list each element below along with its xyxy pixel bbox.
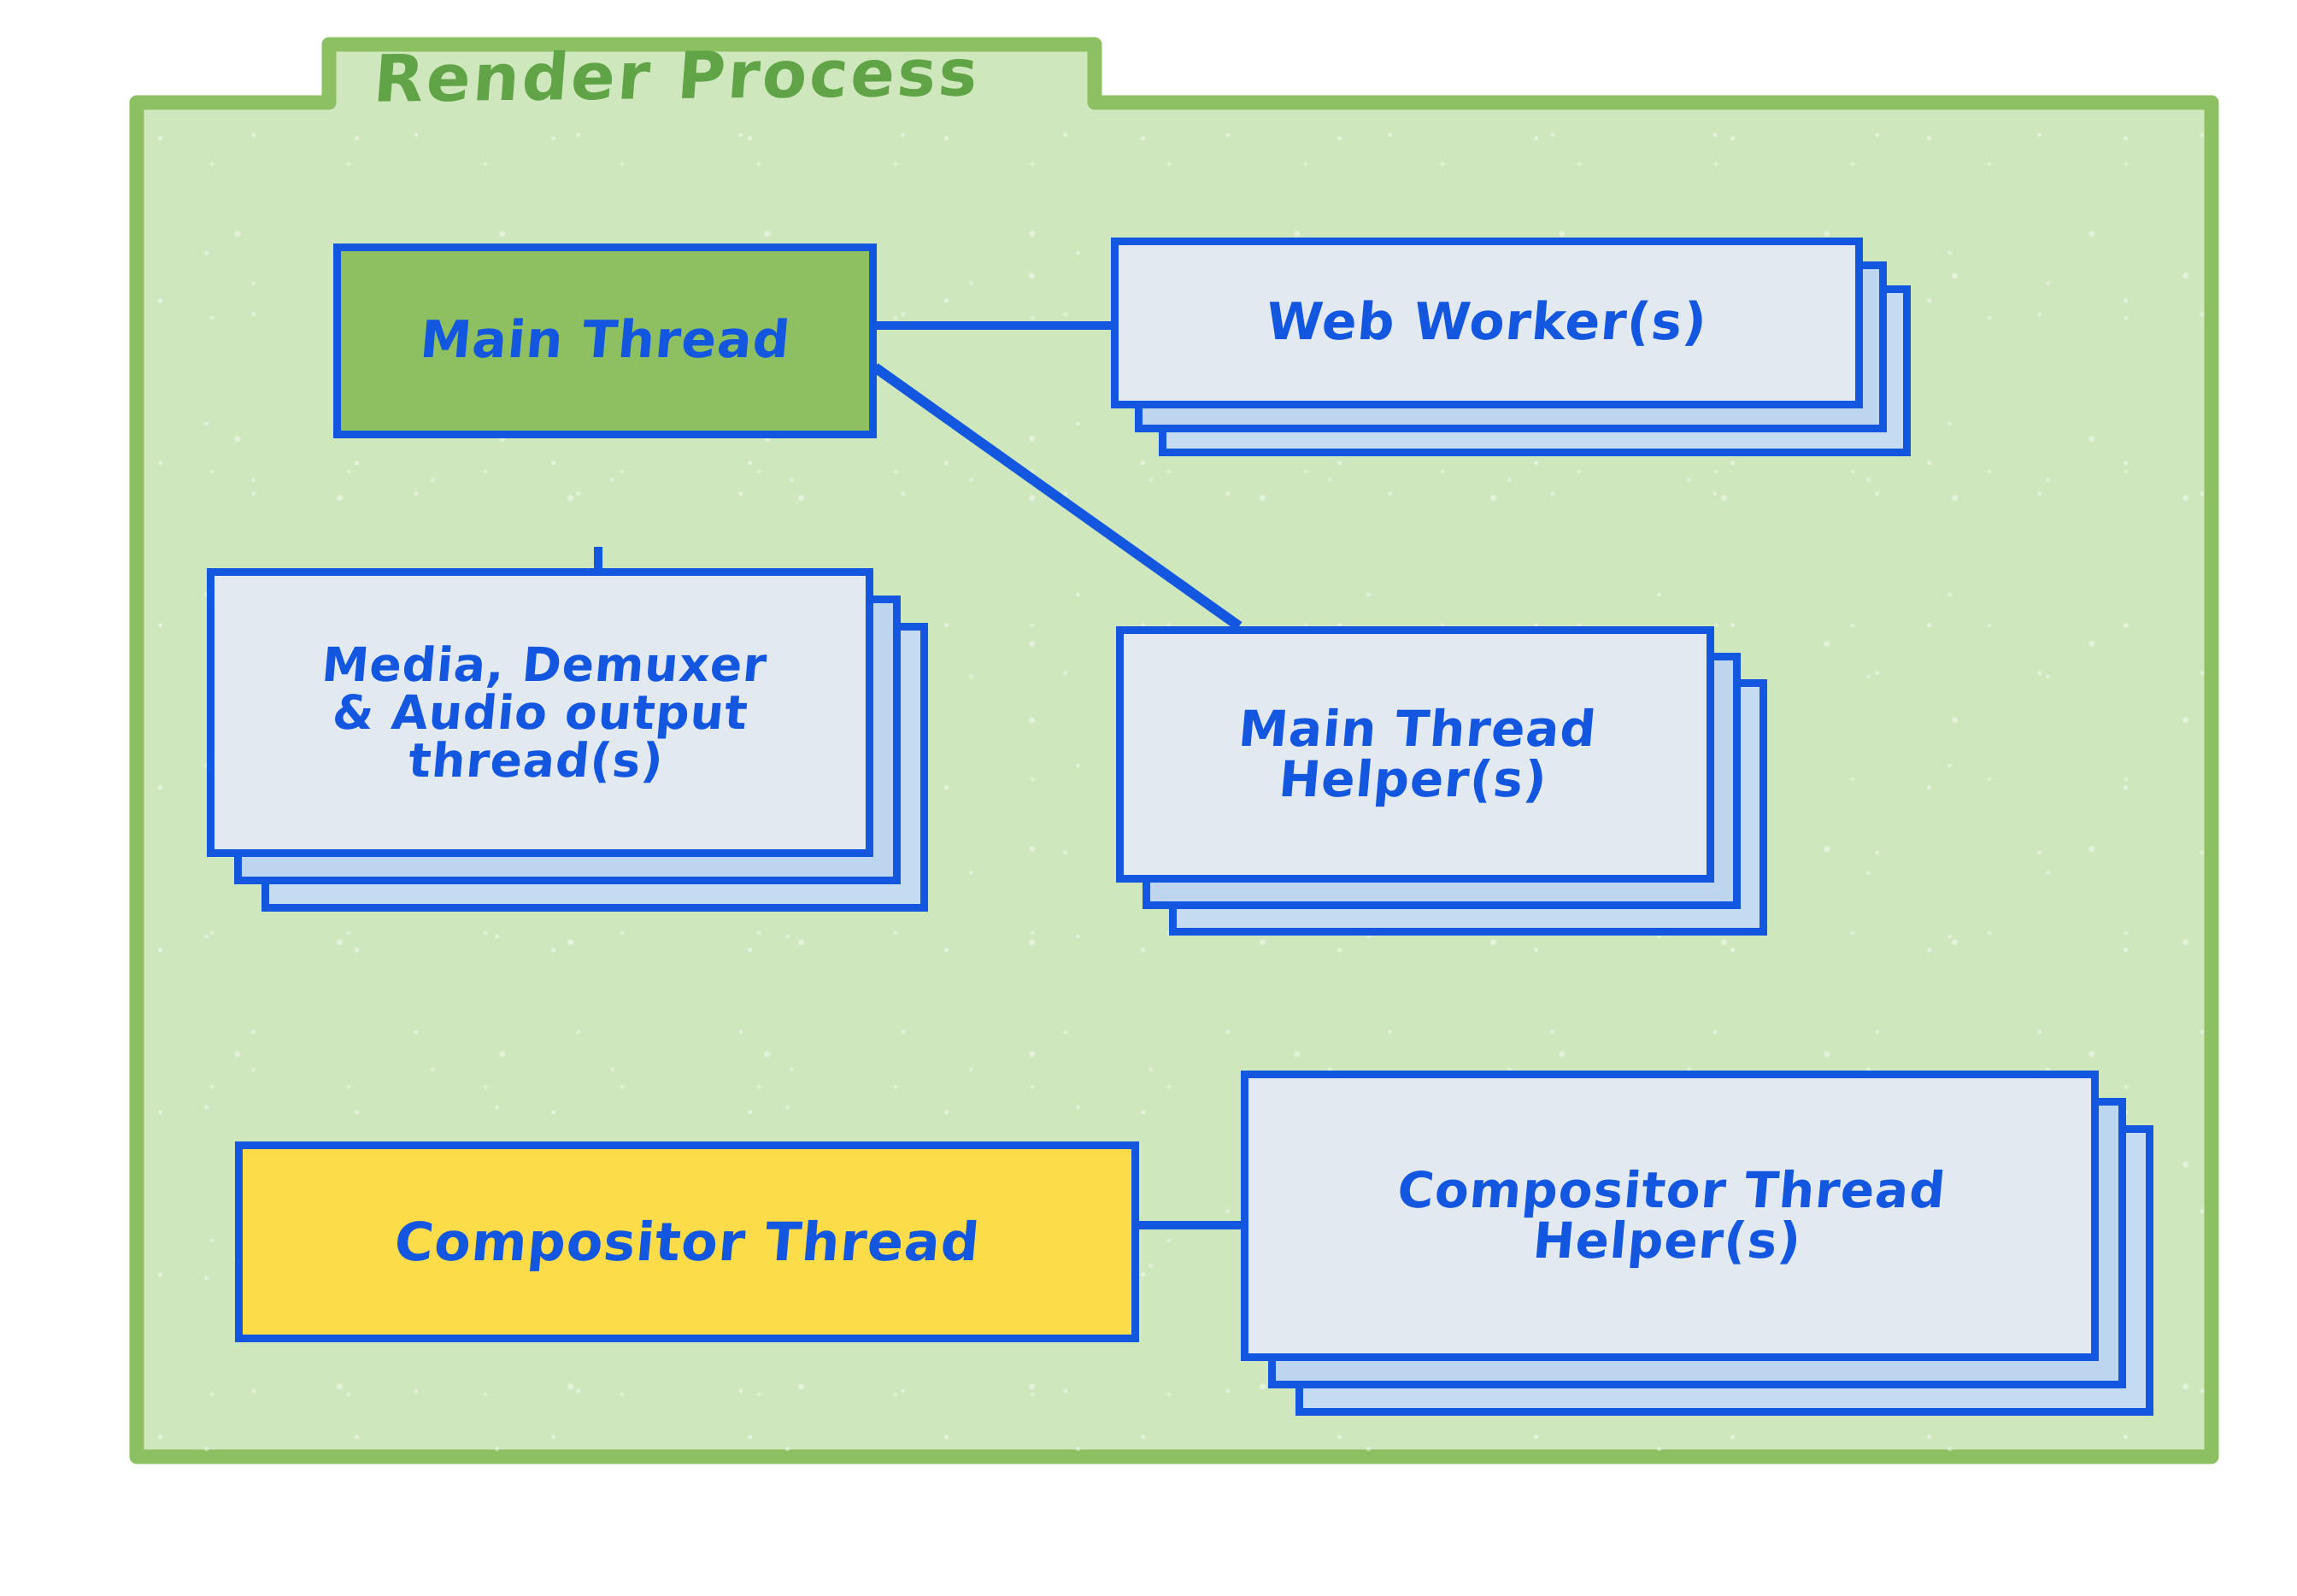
- node-media-threads[interactable]: Media, Demuxer & Audio output thread(s): [207, 568, 873, 857]
- node-compositor-thread-label: Compositor Thread: [391, 1210, 983, 1273]
- node-main-thread-helpers-label: Main Thread Helper(s): [1236, 699, 1599, 808]
- node-web-workers[interactable]: Web Worker(s): [1111, 238, 1863, 408]
- node-compositor-helpers[interactable]: Compositor Thread Helper(s): [1241, 1071, 2099, 1361]
- node-main-thread-label: Main Thread: [417, 310, 793, 371]
- node-main-thread-helpers[interactable]: Main Thread Helper(s): [1116, 626, 1714, 883]
- node-web-workers-label: Web Worker(s): [1264, 292, 1710, 353]
- node-compositor-thread[interactable]: Compositor Thread: [235, 1141, 1139, 1342]
- process-title: Render Process: [371, 34, 984, 117]
- node-main-thread[interactable]: Main Thread: [333, 244, 877, 438]
- node-media-threads-label: Media, Demuxer & Audio output thread(s): [319, 637, 770, 789]
- node-compositor-helpers-label: Compositor Thread Helper(s): [1395, 1160, 1949, 1270]
